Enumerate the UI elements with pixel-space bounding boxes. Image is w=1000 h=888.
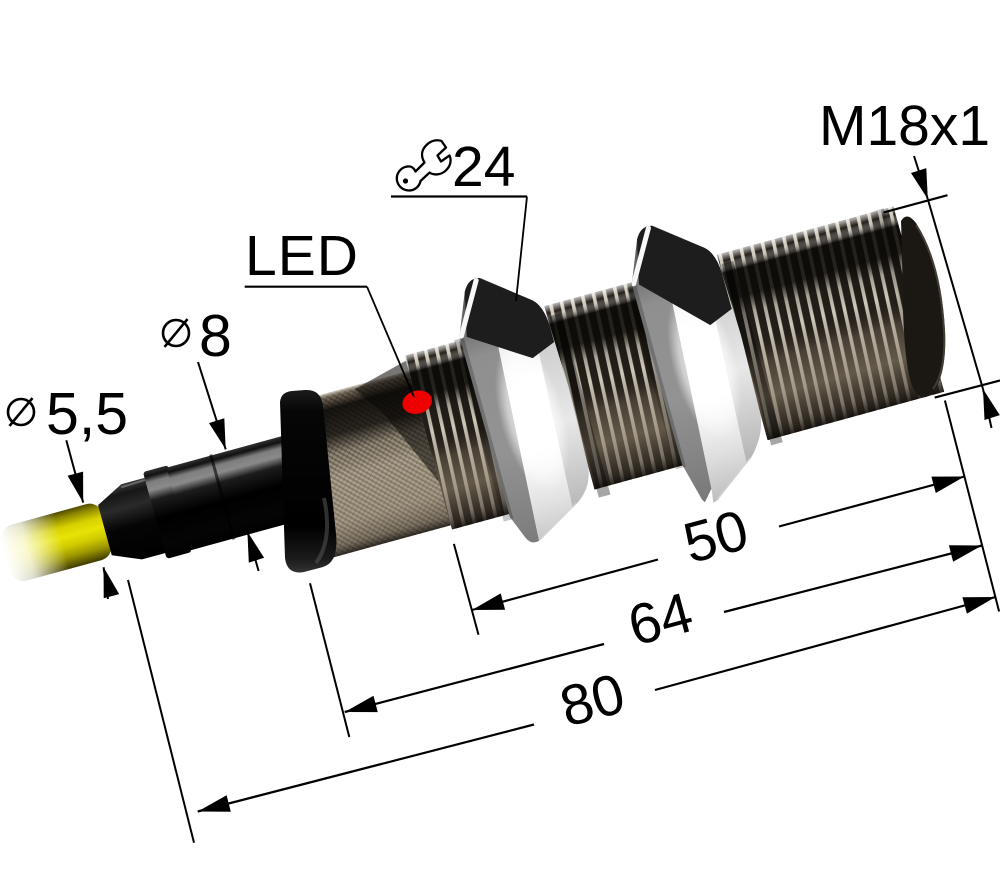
svg-text:M18x1: M18x1	[819, 94, 990, 158]
svg-text:LED: LED	[245, 224, 359, 288]
svg-text:5,5: 5,5	[46, 381, 128, 447]
svg-text:8: 8	[199, 303, 232, 369]
svg-text:24: 24	[452, 135, 515, 199]
